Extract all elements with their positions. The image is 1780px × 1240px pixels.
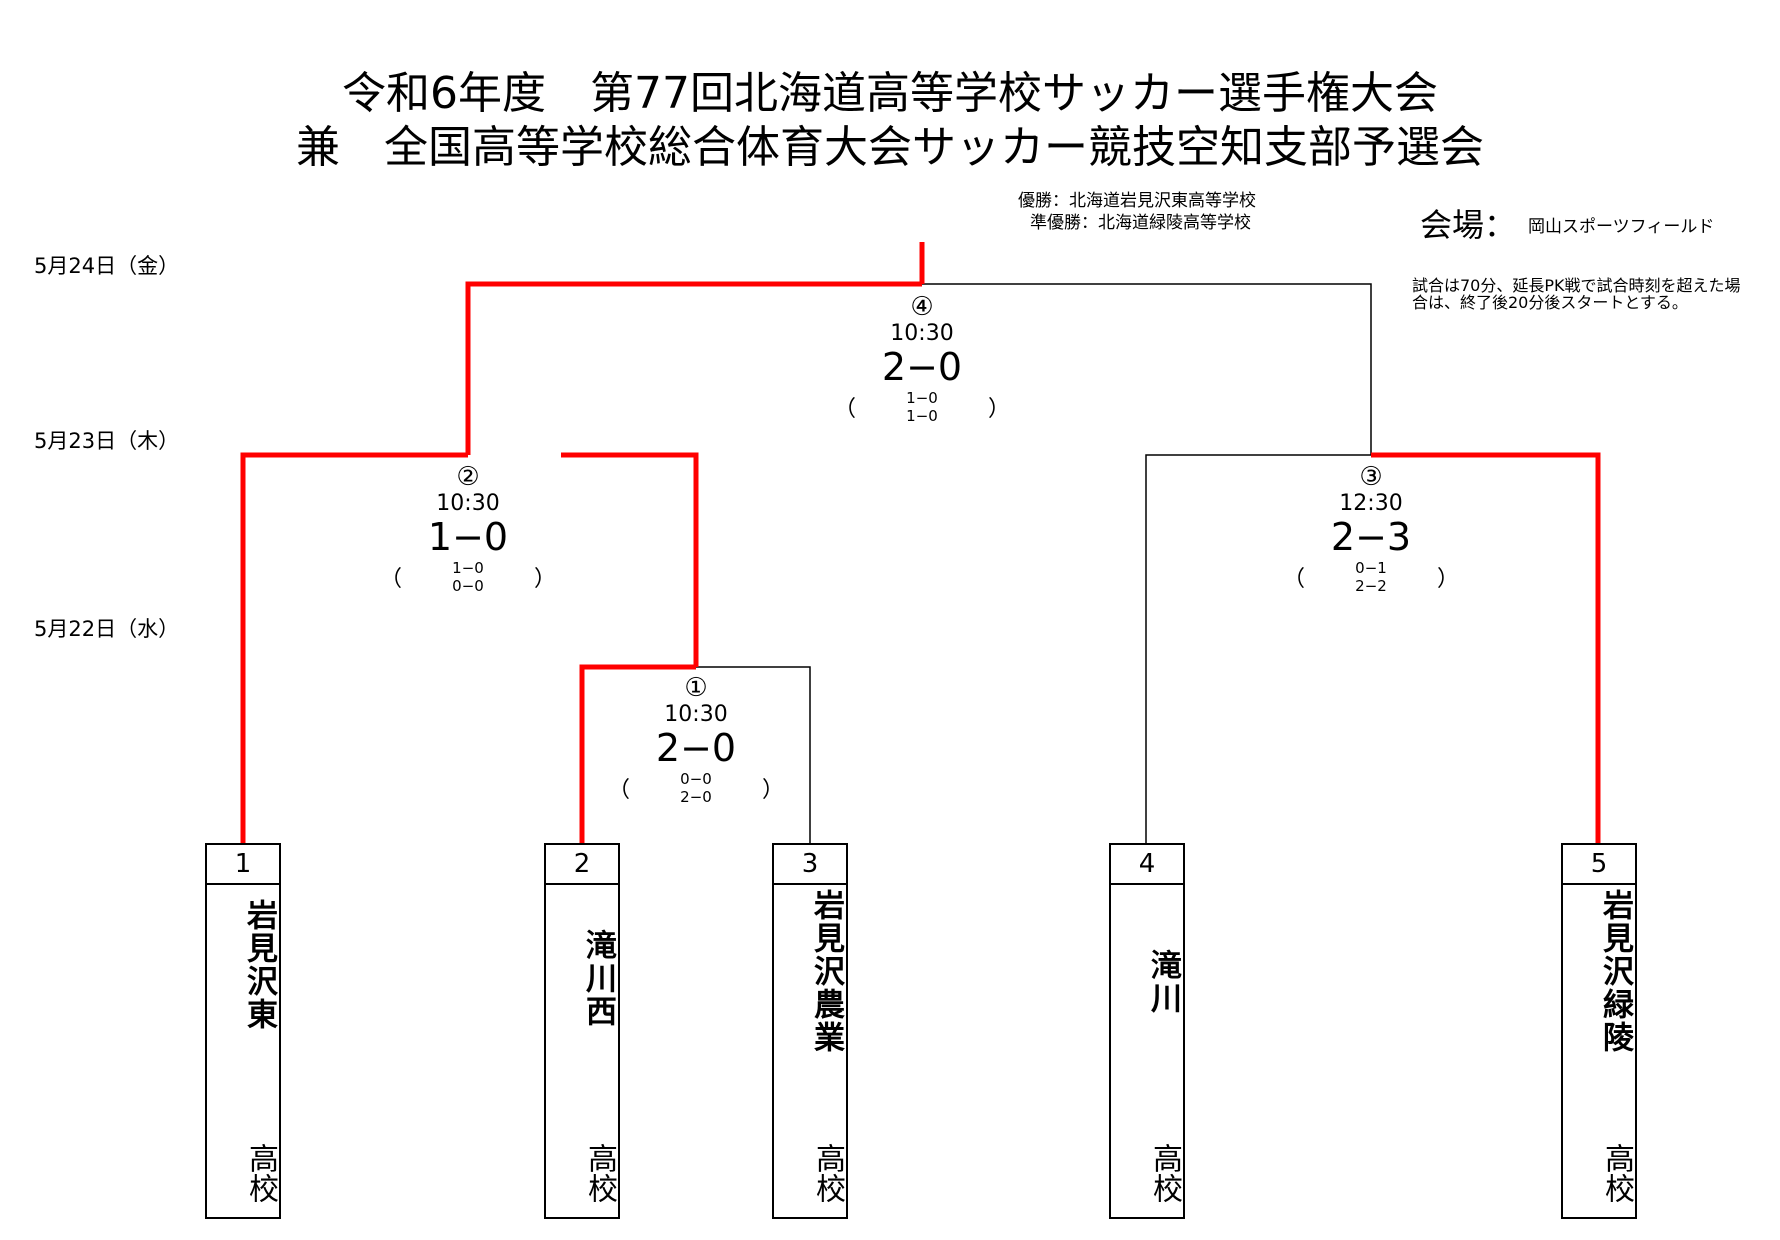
paren-close: ） (1436, 567, 1459, 592)
red-final-left (465, 281, 922, 455)
venue-label: 会場： (1420, 206, 1517, 244)
winner-label: 優勝：北海道岩見沢東高等学校 (1018, 191, 1256, 211)
team-suffix: 高校 (243, 1143, 278, 1203)
match-3: ③ 12:30 2−3 （ 0−1 2−2 ） (1283, 462, 1459, 597)
match-number: ③ (1359, 462, 1383, 492)
second-half-score: 1−0 (906, 407, 938, 425)
paren-open: （ (834, 397, 857, 422)
second-half-score: 2−0 (680, 788, 712, 806)
match-number: ④ (910, 292, 934, 322)
team-suffix: 高校 (1147, 1143, 1182, 1203)
team-box-5: 5 岩見沢緑陵 高校 (1561, 843, 1637, 1219)
team-number: 1 (207, 845, 279, 885)
team-box-1: 1 岩見沢東 高校 (205, 843, 281, 1219)
half-scores: （ 0−0 2−0 ） (608, 768, 784, 808)
match-time: 12:30 (1339, 491, 1403, 516)
match-number: ② (456, 462, 480, 492)
red-m3-right (1371, 452, 1601, 845)
match-2: ② 10:30 1−0 （ 1−0 0−0 ） (380, 462, 556, 597)
rules-note: 試合は70分、延長PK戦で試合時刻を超えた場合は、終了後20分後スタートとする。 (1412, 276, 1741, 312)
match-1: ① 10:30 2−0 （ 0−0 2−0 ） (608, 673, 784, 808)
team-number: 4 (1111, 845, 1183, 885)
team-name: 滝川 (1145, 949, 1181, 1015)
line-m1-right (696, 666, 811, 845)
paren-open: （ (608, 778, 631, 803)
team-suffix: 高校 (810, 1143, 845, 1203)
red-m2-left (240, 452, 468, 845)
runner-up-label: 準優勝：北海道緑陵高等学校 (1030, 213, 1251, 233)
match-score: 2−3 (1330, 515, 1412, 559)
first-half-score: 1−0 (452, 559, 484, 577)
paren-open: （ (1283, 567, 1306, 592)
team-name: 岩見沢東 (241, 899, 277, 1031)
date-day1: 5月22日（水） (34, 617, 180, 641)
match-time: 10:30 (436, 491, 500, 516)
match-number: ① (684, 673, 708, 703)
second-half-score: 0−0 (452, 577, 484, 595)
paren-close: ） (761, 778, 784, 803)
line-m3-left (1145, 454, 1371, 845)
first-half-score: 0−1 (1355, 559, 1387, 577)
team-name: 岩見沢農業 (808, 889, 844, 1054)
second-half-score: 2−2 (1355, 577, 1387, 595)
team-box-2: 2 滝川西 高校 (544, 843, 620, 1219)
first-half-score: 1−0 (906, 389, 938, 407)
red-m2-right (561, 452, 699, 667)
red-m1-left (579, 664, 696, 845)
title-line-2: 兼 全国高等学校総合体育大会サッカー競技空知支部予選会 (296, 122, 1484, 173)
half-scores: （ 0−1 2−2 ） (1283, 557, 1459, 597)
match-time: 10:30 (664, 702, 728, 727)
bracket-red-lines (240, 242, 1601, 845)
team-number: 5 (1563, 845, 1635, 885)
paren-open: （ (380, 567, 403, 592)
match-time: 10:30 (890, 321, 954, 346)
team-box-4: 4 滝川 高校 (1109, 843, 1185, 1219)
team-name: 岩見沢緑陵 (1597, 889, 1633, 1054)
half-scores: （ 1−0 1−0 ） (834, 387, 1010, 427)
title-line-1: 令和6年度 第77回北海道高等学校サッカー選手権大会 (342, 68, 1438, 119)
match-score: 2−0 (655, 726, 737, 770)
team-number: 2 (546, 845, 618, 885)
match-score: 1−0 (427, 515, 509, 559)
match-score: 2−0 (881, 345, 963, 389)
date-day2: 5月23日（木） (34, 429, 180, 453)
half-scores: （ 1−0 0−0 ） (380, 557, 556, 597)
paren-close: ） (533, 567, 556, 592)
paren-close: ） (987, 397, 1010, 422)
venue-name: 岡山スポーツフィールド (1528, 217, 1715, 237)
team-name: 滝川西 (580, 929, 616, 1028)
match-4: ④ 10:30 2−0 （ 1−0 1−0 ） (834, 292, 1010, 427)
line-final-right (922, 283, 1372, 455)
team-suffix: 高校 (582, 1143, 617, 1203)
team-number: 3 (774, 845, 846, 885)
first-half-score: 0−0 (680, 770, 712, 788)
team-box-3: 3 岩見沢農業 高校 (772, 843, 848, 1219)
date-day3: 5月24日（金） (34, 254, 180, 278)
team-suffix: 高校 (1599, 1143, 1634, 1203)
